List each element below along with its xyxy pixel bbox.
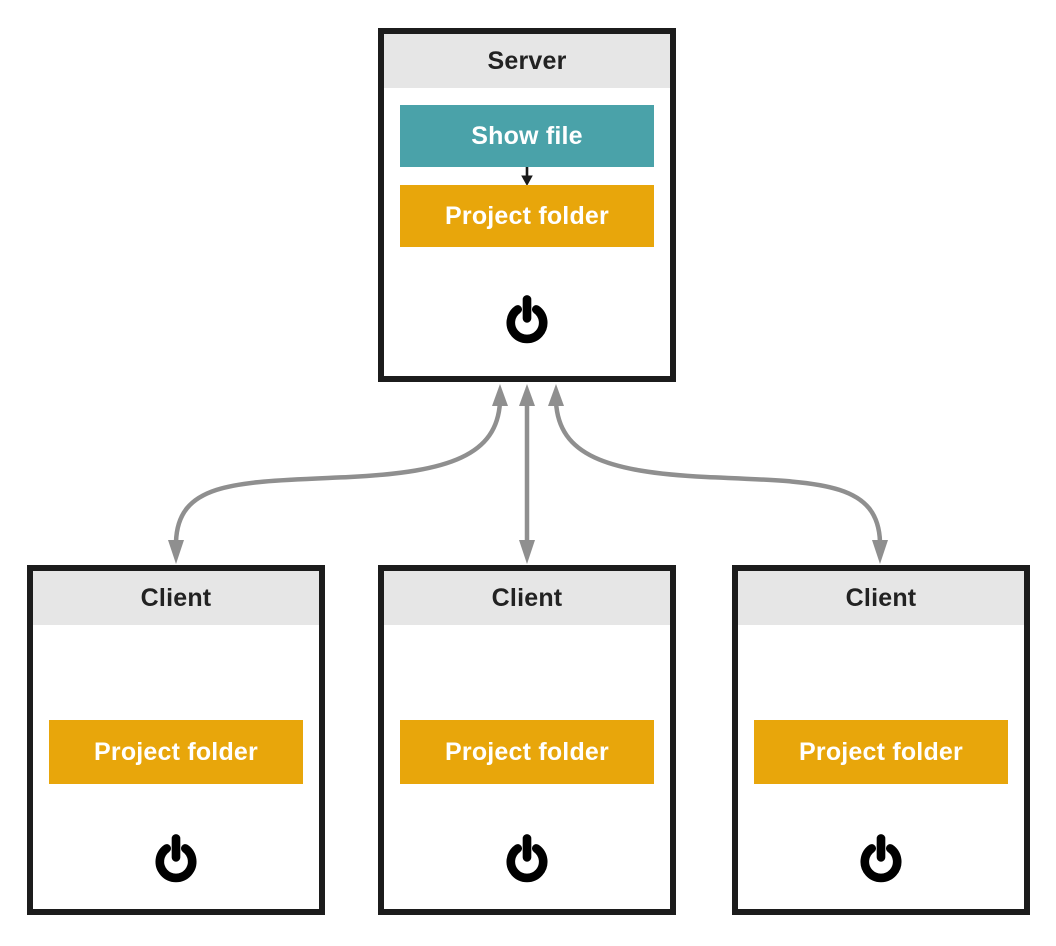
power-icon xyxy=(860,834,902,883)
power-icon xyxy=(506,834,548,883)
arrowhead-up-icon xyxy=(519,384,535,406)
power-icon xyxy=(155,834,197,883)
client-2-project-folder-button: Project folder xyxy=(400,720,654,784)
client-3-title: Client xyxy=(738,571,1024,625)
client-box-1: Client Project folder xyxy=(27,565,325,915)
client-box-3: Client Project folder xyxy=(732,565,1030,915)
server-box: Server Show file Project folder xyxy=(378,28,676,382)
client-1-project-folder-button: Project folder xyxy=(49,720,303,784)
client-box-2: Client Project folder xyxy=(378,565,676,915)
server-project-folder-button: Project folder xyxy=(400,185,654,247)
show-file-button: Show file xyxy=(400,105,654,167)
connector-server-client-3 xyxy=(553,401,883,543)
arrowhead-down-icon xyxy=(872,540,888,564)
server-title: Server xyxy=(384,34,670,88)
client-1-title: Client xyxy=(33,571,319,625)
down-arrow-icon xyxy=(521,167,533,186)
arrowhead-up-icon xyxy=(492,384,508,406)
arrowhead-up-icon xyxy=(548,384,564,406)
arrowhead-down-icon xyxy=(168,540,184,564)
client-2-title: Client xyxy=(384,571,670,625)
connector-server-client-1 xyxy=(173,401,503,543)
arrowhead-down-icon xyxy=(519,540,535,564)
client-3-project-folder-button: Project folder xyxy=(754,720,1008,784)
power-icon xyxy=(506,295,548,344)
